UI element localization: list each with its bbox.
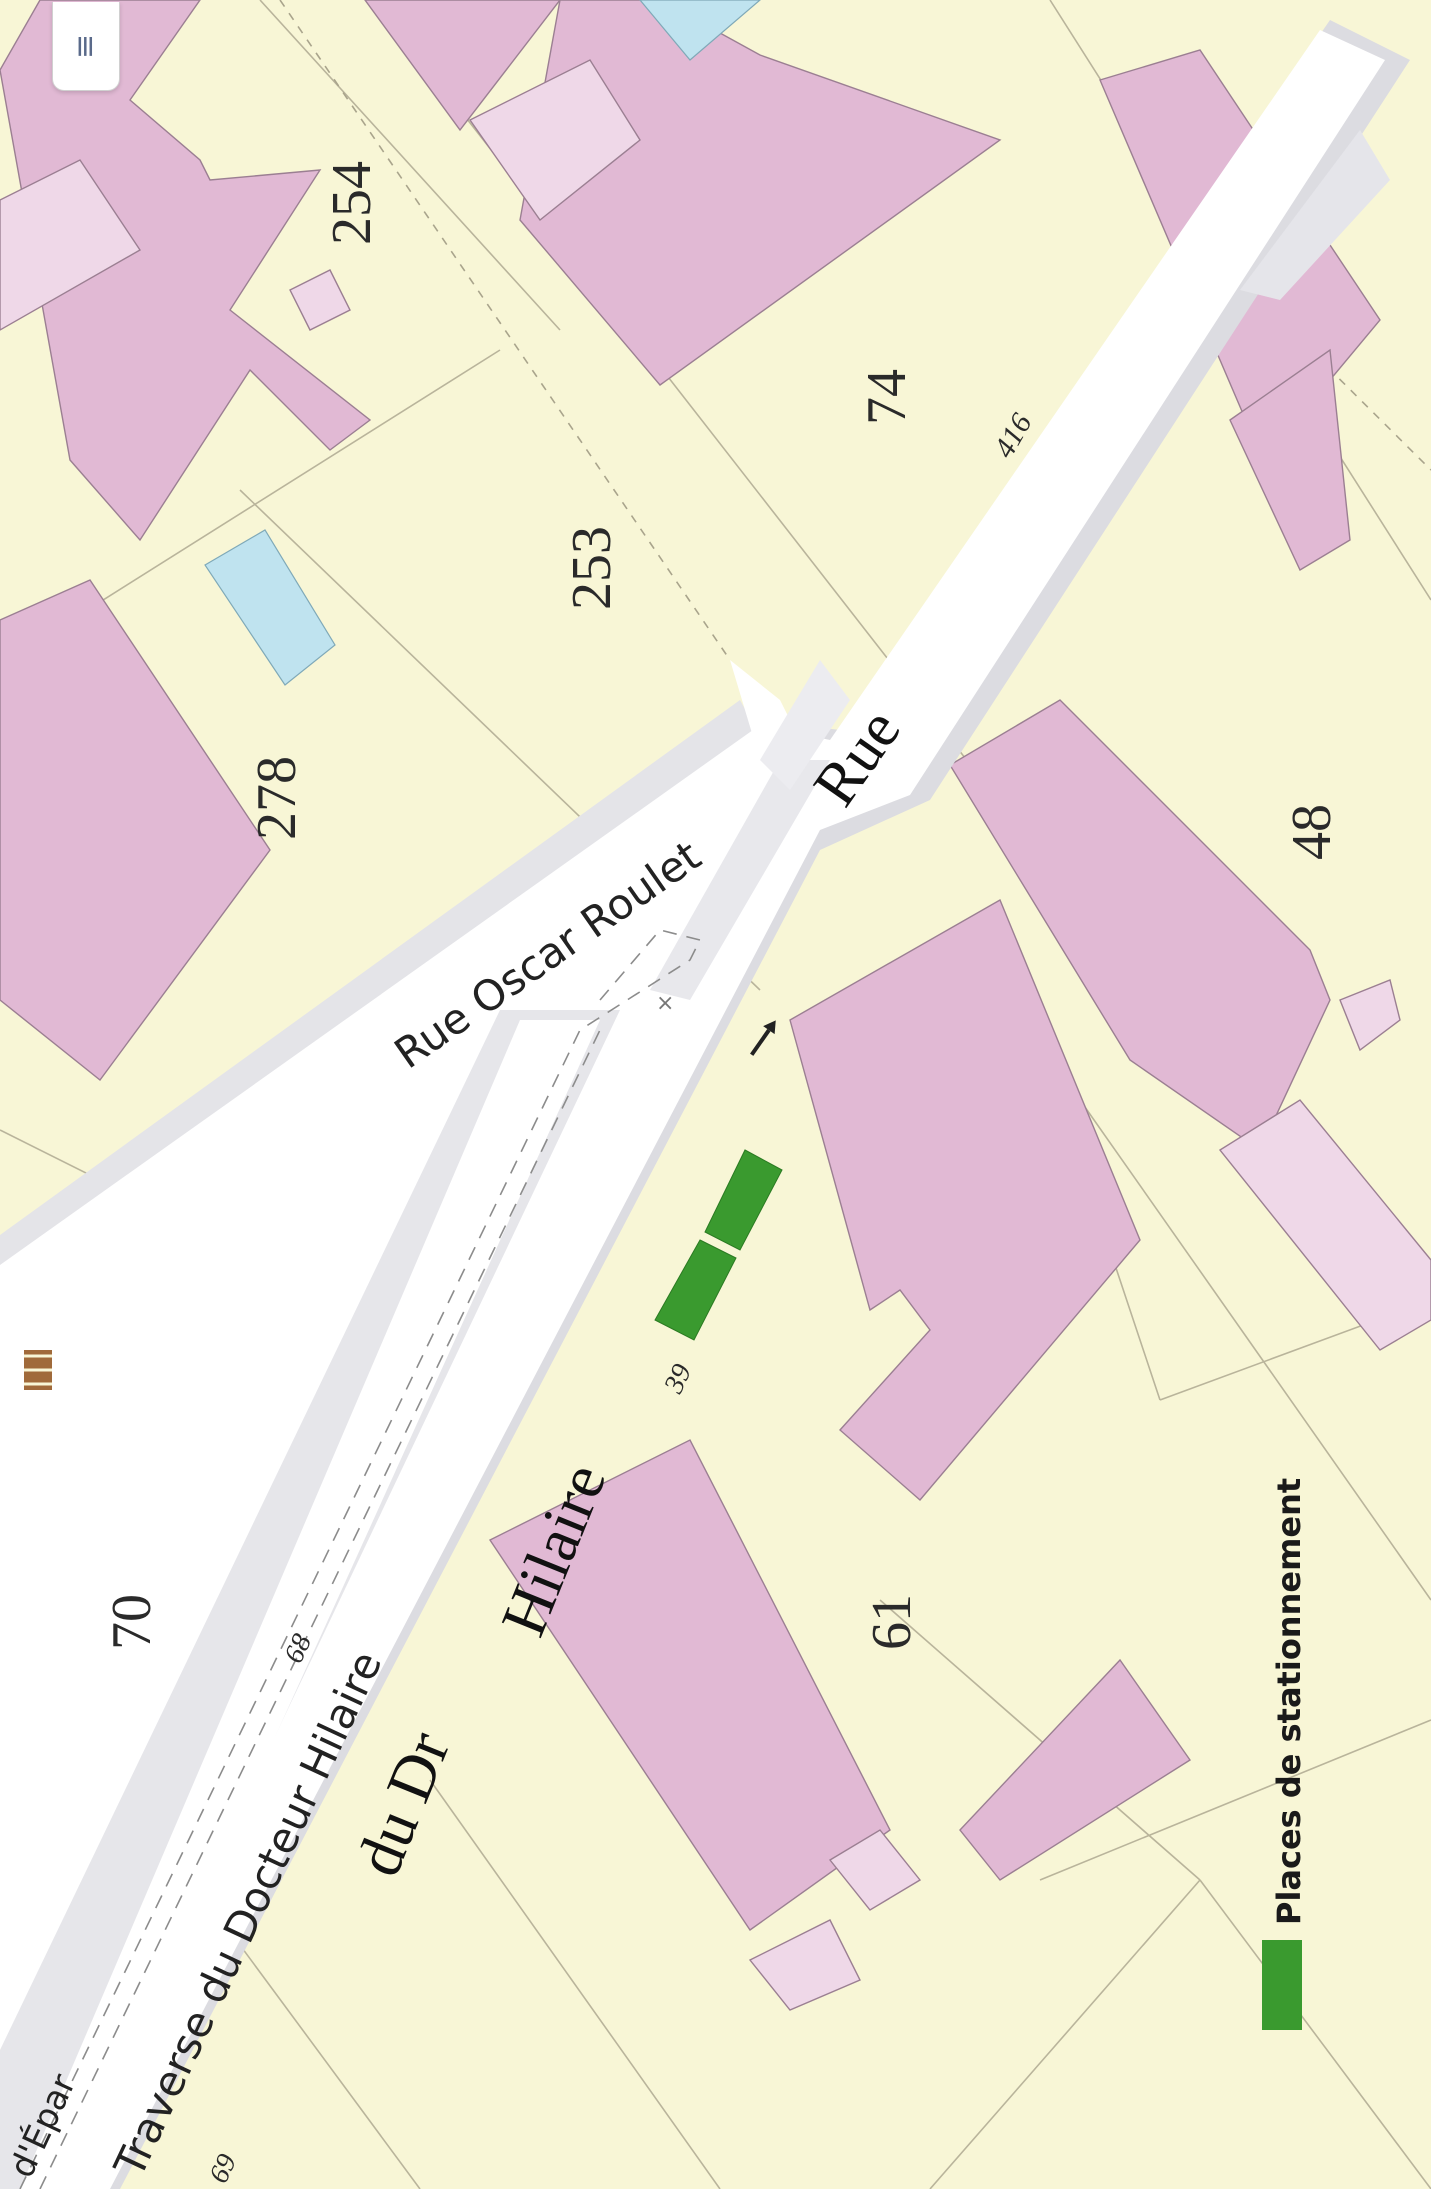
- legend-label: Places de stationnement: [1270, 1478, 1308, 1925]
- parcel-number-61: 61: [861, 1594, 923, 1650]
- parcel-number-253: 253: [561, 526, 623, 610]
- parking-spots: [654, 1149, 783, 1341]
- legend-swatch: [1262, 1940, 1302, 2030]
- parcel-number-278: 278: [246, 756, 308, 840]
- legend: Places de stationnement: [1262, 1478, 1308, 2030]
- parcel-number-48: 48: [1281, 804, 1343, 860]
- parcel-dashed-lines: [279, 0, 1431, 661]
- poi-icon: [24, 1350, 52, 1390]
- parcel-number-254: 254: [321, 161, 383, 245]
- water-features: [204, 0, 761, 686]
- crossing-marker: ×: [656, 991, 674, 1016]
- menu-button[interactable]: ≡: [52, 2, 120, 91]
- menu-icon: ≡: [68, 33, 104, 59]
- parcel-number-70: 70: [101, 1594, 163, 1650]
- buildings-light: [0, 59, 1431, 2011]
- parcel-number-74: 74: [856, 369, 918, 425]
- road-network: [0, 20, 1410, 2189]
- road-dashes: [19, 929, 702, 2189]
- one-way-arrow-icon: [750, 1020, 776, 1056]
